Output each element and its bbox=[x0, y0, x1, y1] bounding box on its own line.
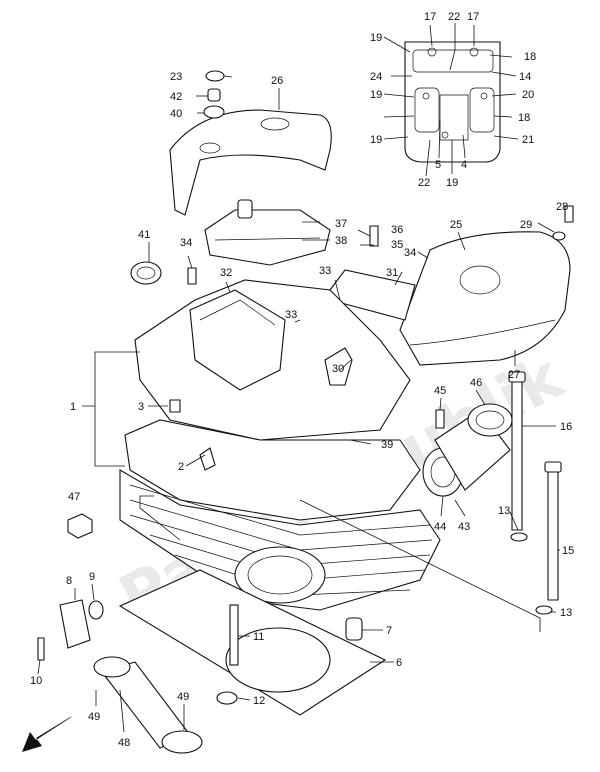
callout-27: 27 bbox=[508, 369, 520, 381]
callout-38: 38 bbox=[335, 235, 347, 247]
callout-31: 31 bbox=[386, 267, 398, 279]
part-41-seal bbox=[130, 261, 162, 285]
callout-1: 1 bbox=[70, 401, 76, 413]
callout-35: 35 bbox=[391, 239, 403, 251]
callout-11: 11 bbox=[253, 631, 264, 643]
callout-29: 29 bbox=[520, 219, 532, 231]
callout-22-top: 22 bbox=[448, 11, 460, 23]
right-cover-part-25 bbox=[399, 231, 571, 366]
callout-9: 9 bbox=[89, 571, 95, 583]
callout-12: 12 bbox=[253, 695, 265, 707]
callout-19-low: 19 bbox=[370, 134, 382, 146]
callout-40: 40 bbox=[170, 108, 182, 120]
callout-19-bottom: 19 bbox=[446, 177, 458, 189]
callout-26: 26 bbox=[271, 75, 283, 87]
callout-13-upper: 13 bbox=[498, 505, 510, 517]
callout-45: 45 bbox=[434, 385, 446, 397]
callout-7: 7 bbox=[386, 625, 392, 637]
part-23-washer bbox=[205, 70, 225, 82]
callout-2: 2 bbox=[178, 461, 184, 473]
callout-49-left: 49 bbox=[88, 711, 100, 723]
callout-16: 16 bbox=[560, 421, 572, 433]
callout-8: 8 bbox=[66, 575, 72, 587]
callout-28: 28 bbox=[556, 201, 568, 213]
cylinder-head bbox=[124, 279, 421, 521]
callout-18-top: 18 bbox=[524, 51, 536, 63]
front-arrow-icon bbox=[22, 716, 72, 752]
part-40-grommet bbox=[203, 105, 225, 119]
base-gasket-part-6 bbox=[118, 569, 387, 716]
callout-labels: 1 2 3 4 5 6 7 8 9 10 11 12 13 13 14 15 1… bbox=[30, 11, 574, 749]
callout-17-left: 17 bbox=[424, 11, 436, 23]
callout-22-bottom: 22 bbox=[418, 177, 430, 189]
callout-39: 39 bbox=[381, 439, 393, 451]
part-13-washer-lower bbox=[535, 605, 553, 615]
callout-25: 25 bbox=[450, 219, 462, 231]
callout-19-top: 19 bbox=[370, 32, 382, 44]
part-28-bolt bbox=[564, 205, 574, 223]
callout-5: 5 bbox=[435, 159, 441, 171]
callout-23: 23 bbox=[170, 71, 182, 83]
callout-36: 36 bbox=[391, 224, 403, 236]
part-16-bolt-head bbox=[508, 371, 526, 383]
callout-20: 20 bbox=[522, 89, 534, 101]
cover-part-26 bbox=[169, 109, 332, 216]
callout-34-left: 34 bbox=[180, 237, 192, 249]
cylinder-block bbox=[119, 469, 441, 611]
cap-part-37 bbox=[204, 199, 331, 266]
callout-47: 47 bbox=[68, 491, 80, 503]
callout-24: 24 bbox=[370, 71, 382, 83]
part-42-bushing bbox=[207, 88, 221, 102]
callout-46: 46 bbox=[470, 377, 482, 389]
part-29-washer bbox=[552, 231, 566, 241]
part-36-bolt bbox=[369, 225, 379, 247]
callout-3: 3 bbox=[138, 401, 144, 413]
callout-32: 32 bbox=[220, 267, 232, 279]
callout-21: 21 bbox=[522, 134, 534, 146]
callout-33-left: 33 bbox=[285, 309, 297, 321]
intake-pipe-parts bbox=[422, 403, 513, 497]
part-12-nut bbox=[216, 691, 238, 705]
part-13-washer-upper bbox=[510, 532, 528, 542]
callout-49-right: 49 bbox=[177, 691, 189, 703]
callout-41: 41 bbox=[138, 229, 150, 241]
part-47-block bbox=[67, 513, 93, 539]
callout-33-right: 33 bbox=[319, 265, 331, 277]
callout-4: 4 bbox=[461, 159, 467, 171]
part-7-dowel bbox=[345, 617, 363, 641]
callout-30: 30 bbox=[332, 363, 344, 375]
part-34-bolt-left bbox=[187, 267, 197, 285]
callout-37: 37 bbox=[335, 218, 347, 230]
part-15-long-bolt bbox=[547, 469, 559, 601]
callout-44: 44 bbox=[434, 521, 446, 533]
callout-15: 15 bbox=[562, 545, 574, 557]
callout-34-right: 34 bbox=[404, 247, 416, 259]
callout-43: 43 bbox=[458, 521, 470, 533]
callout-13-lower: 13 bbox=[560, 607, 572, 619]
part-16-long-bolt bbox=[511, 379, 523, 531]
callout-19-mid: 19 bbox=[370, 89, 382, 101]
callout-14: 14 bbox=[519, 71, 531, 83]
part-15-bolt-head bbox=[544, 461, 562, 473]
fitting-parts-8-9-10 bbox=[37, 599, 104, 661]
callout-48: 48 bbox=[118, 737, 130, 749]
part-11-stud bbox=[229, 604, 239, 666]
leader-lines bbox=[37, 23, 560, 733]
callout-18-mid: 18 bbox=[518, 112, 530, 124]
callout-10: 10 bbox=[30, 675, 42, 687]
hose-part-48 bbox=[93, 656, 203, 754]
callout-42: 42 bbox=[170, 91, 182, 103]
callout-6: 6 bbox=[396, 657, 402, 669]
cover-gasket-inset bbox=[404, 41, 501, 163]
callout-17-right: 17 bbox=[467, 11, 479, 23]
